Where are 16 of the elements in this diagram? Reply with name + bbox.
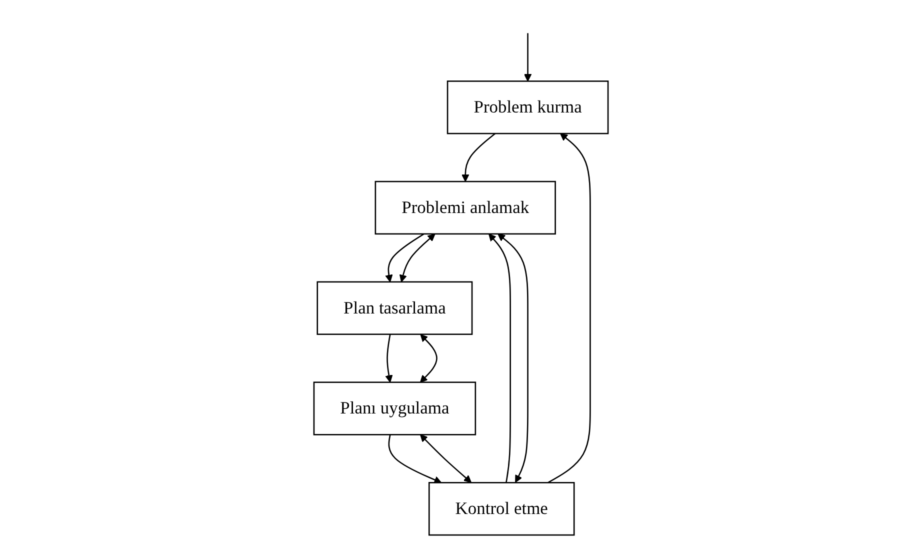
arrow: [462, 133, 496, 182]
arrow: [388, 434, 442, 484]
arrow: [524, 33, 532, 82]
node-box: Plan tasarlama: [316, 281, 473, 335]
arrow: [420, 434, 472, 483]
arrow: [548, 133, 591, 484]
arrow: [385, 233, 424, 282]
arrow: [498, 234, 528, 483]
arrow: [488, 234, 511, 483]
node-box: Problemi anlamak: [374, 180, 556, 235]
node-box: Planı uygulama: [313, 382, 476, 436]
node-box: Kontrol etme: [428, 482, 575, 536]
arrow: [399, 234, 436, 282]
arrow: [420, 334, 438, 383]
arrow: [385, 334, 393, 383]
node-box: Problem kurma: [446, 80, 609, 134]
